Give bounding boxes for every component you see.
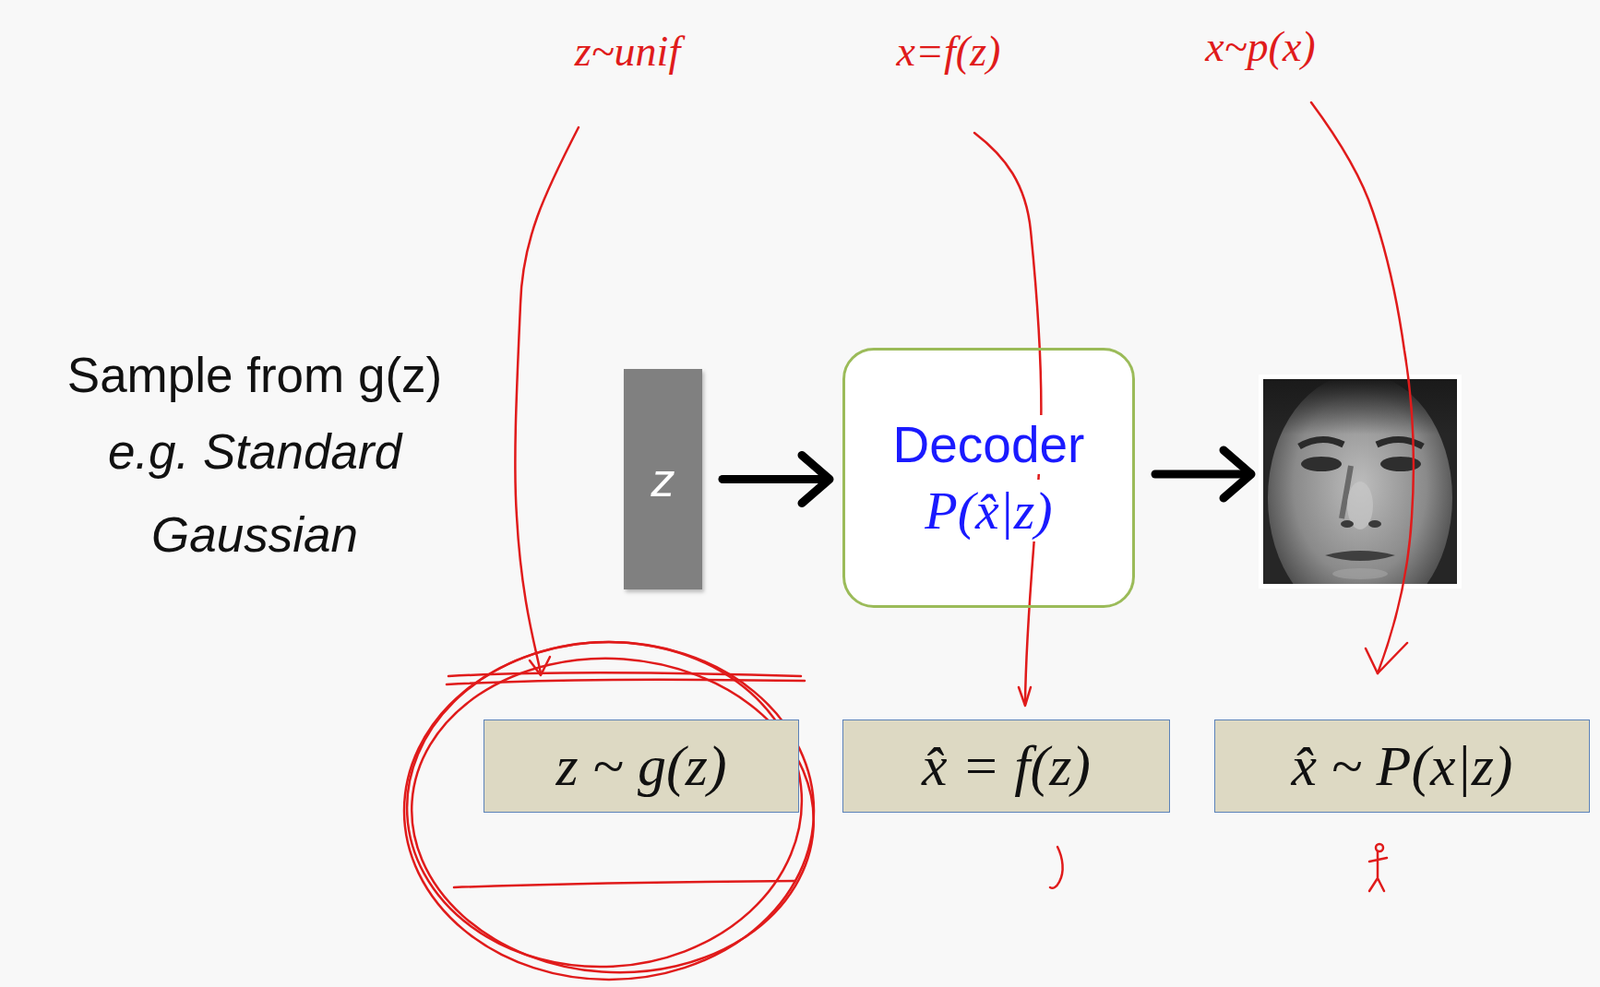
caption-text: Sample from g(z) — [67, 346, 442, 404]
node-label: z — [651, 452, 676, 508]
handwritten-note: x~p(x) — [1205, 22, 1315, 72]
node-label: z ~ g(z) — [555, 733, 727, 800]
caption-text: e.g. Standard Gaussian — [70, 410, 440, 577]
decoder-box: DecoderP(x̂|z) — [842, 347, 1135, 609]
decoder-fill — [842, 347, 1135, 609]
face-image — [1258, 373, 1462, 623]
red-annotations — [398, 102, 1414, 987]
equation-box: x̂ ~ P(x|z) — [1214, 719, 1590, 813]
equation-box: x̂ = f(z) — [842, 719, 1171, 813]
node-label: x̂ ~ P(x|z) — [1291, 733, 1514, 800]
handwritten-note: z~unif — [574, 26, 681, 76]
node-label: x̂ = f(z) — [921, 733, 1091, 800]
flow-arrow — [722, 455, 830, 504]
equation-box: z ~ g(z) — [483, 719, 800, 813]
node-label: Decoder — [887, 415, 1091, 475]
latent-vector: z — [623, 369, 703, 590]
output-arrow — [1155, 450, 1252, 499]
handwritten-note: x=f(z) — [896, 26, 1002, 76]
node-formula: P(x̂|z) — [919, 479, 1058, 542]
